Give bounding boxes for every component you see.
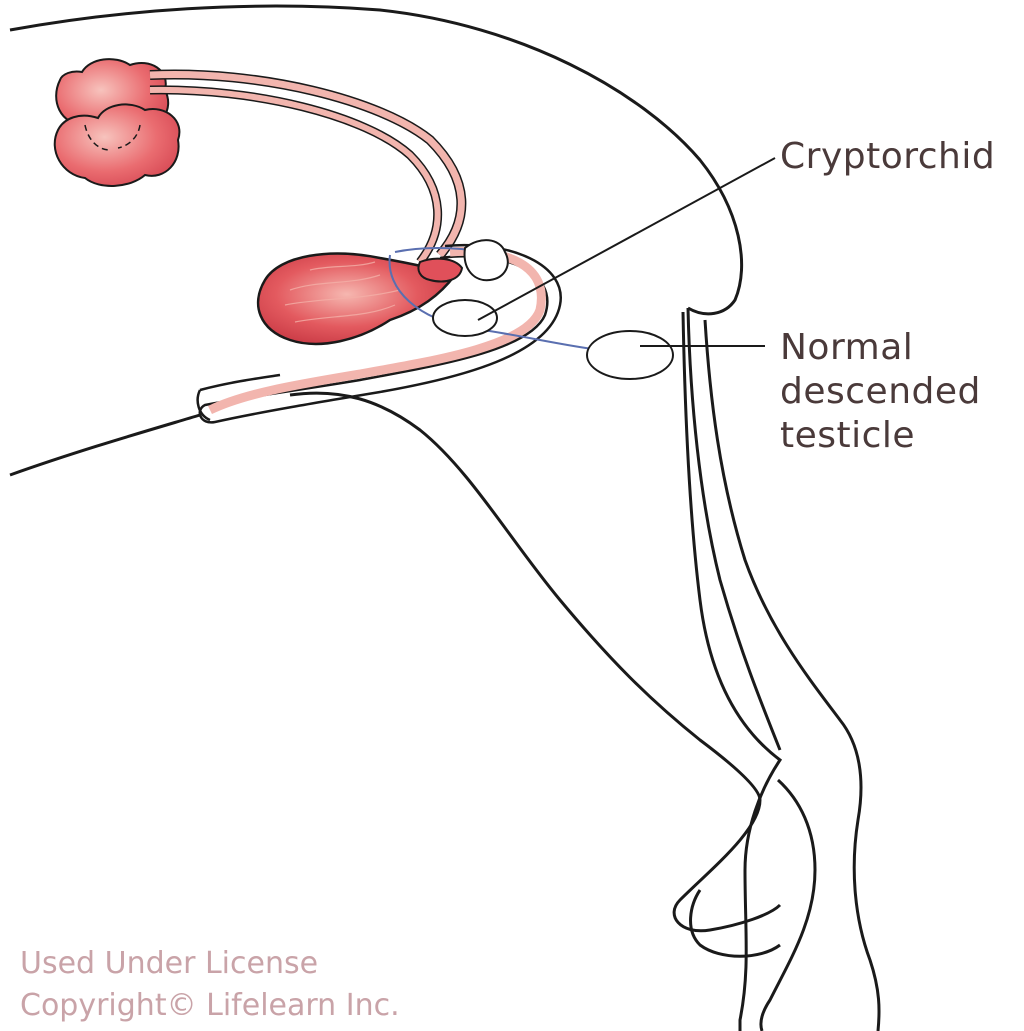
epididymis: [465, 240, 508, 280]
thigh-outline: [688, 308, 780, 750]
kidney-lower: [55, 104, 180, 186]
credit-license: Used Under License: [20, 946, 318, 982]
credit-copyright: Copyright© Lifelearn Inc.: [20, 988, 400, 1024]
cryptorchid-testicle: [433, 300, 497, 336]
prostate: [418, 259, 462, 282]
leader-cryptorchid: [478, 158, 775, 320]
label-normal-line2: descended: [780, 370, 981, 414]
belly-outline: [10, 393, 780, 931]
label-normal-line3: testicle: [780, 414, 981, 458]
label-cryptorchid: Cryptorchid: [780, 135, 995, 179]
normal-testicle: [587, 331, 673, 379]
label-normal-descended-testicle: Normal descended testicle: [780, 326, 981, 458]
leg-front-outline: [683, 312, 780, 1031]
label-normal-line1: Normal: [780, 326, 981, 370]
hock-outline: [761, 780, 815, 1031]
